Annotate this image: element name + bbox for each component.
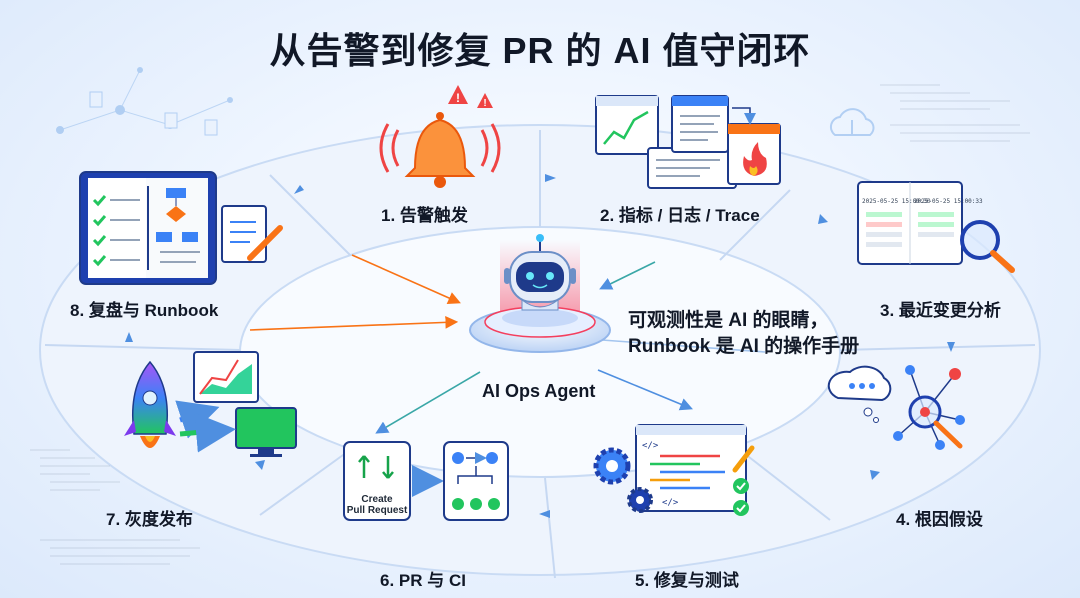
svg-text:</>: </> <box>662 498 679 508</box>
dashboard-windows-icon <box>595 95 781 189</box>
runbook-binder-icon <box>79 171 217 285</box>
step-label-1: 1. 告警触发 <box>381 206 468 225</box>
monitor-icon <box>175 400 297 457</box>
document-pencil-icon <box>221 205 283 263</box>
tagline-line-2: Runbook 是 AI 的操作手册 <box>628 336 860 357</box>
tagline-line-1: 可观测性是 AI 的眼睛， <box>628 310 829 331</box>
diagram-title: 从告警到修复 PR 的 AI 值守闭环 <box>269 30 811 71</box>
svg-text:!: ! <box>456 91 460 105</box>
step-label-5: 5. 修复与测试 <box>635 571 739 590</box>
center-agent-label: AI Ops Agent <box>482 381 596 401</box>
diff-right-time: 2025-05-25 15:00:33 <box>914 198 983 205</box>
rollout-chart-icon <box>193 351 259 403</box>
code-decoration <box>30 84 1030 565</box>
alarm-bell-icon <box>379 112 501 188</box>
step-label-8: 8. 复盘与 Runbook <box>70 301 219 320</box>
pull-request-pipeline-icon: Create Pull Request <box>343 441 509 521</box>
diff-magnifier-icon: 2025-05-25 15:00:30 2025-05-25 15:00:33 <box>857 181 1015 273</box>
step-label-2: 2. 指标 / 日志 / Trace <box>600 206 760 225</box>
svg-text:!: ! <box>483 98 486 109</box>
step-label-6: 6. PR 与 CI <box>380 571 466 590</box>
create-pr-line-1: Create <box>361 494 393 505</box>
create-pr-line-2: Pull Request <box>347 505 408 516</box>
svg-text:</>: </> <box>642 441 659 451</box>
hypothesis-graph-icon <box>827 365 965 450</box>
network-decoration <box>56 67 233 136</box>
diff-left-time: 2025-05-25 15:00:30 <box>862 198 931 205</box>
robot-icon <box>469 234 611 353</box>
code-gear-icon: </> </> <box>593 424 755 516</box>
warning-icon: ! ! <box>448 85 493 109</box>
rocket-icon <box>124 360 176 448</box>
step-label-4: 4. 根因假设 <box>896 510 983 529</box>
cloud-upload-icon <box>829 108 875 136</box>
step-label-7: 7. 灰度发布 <box>106 510 193 529</box>
step-label-3: 3. 最近变更分析 <box>880 301 1001 320</box>
